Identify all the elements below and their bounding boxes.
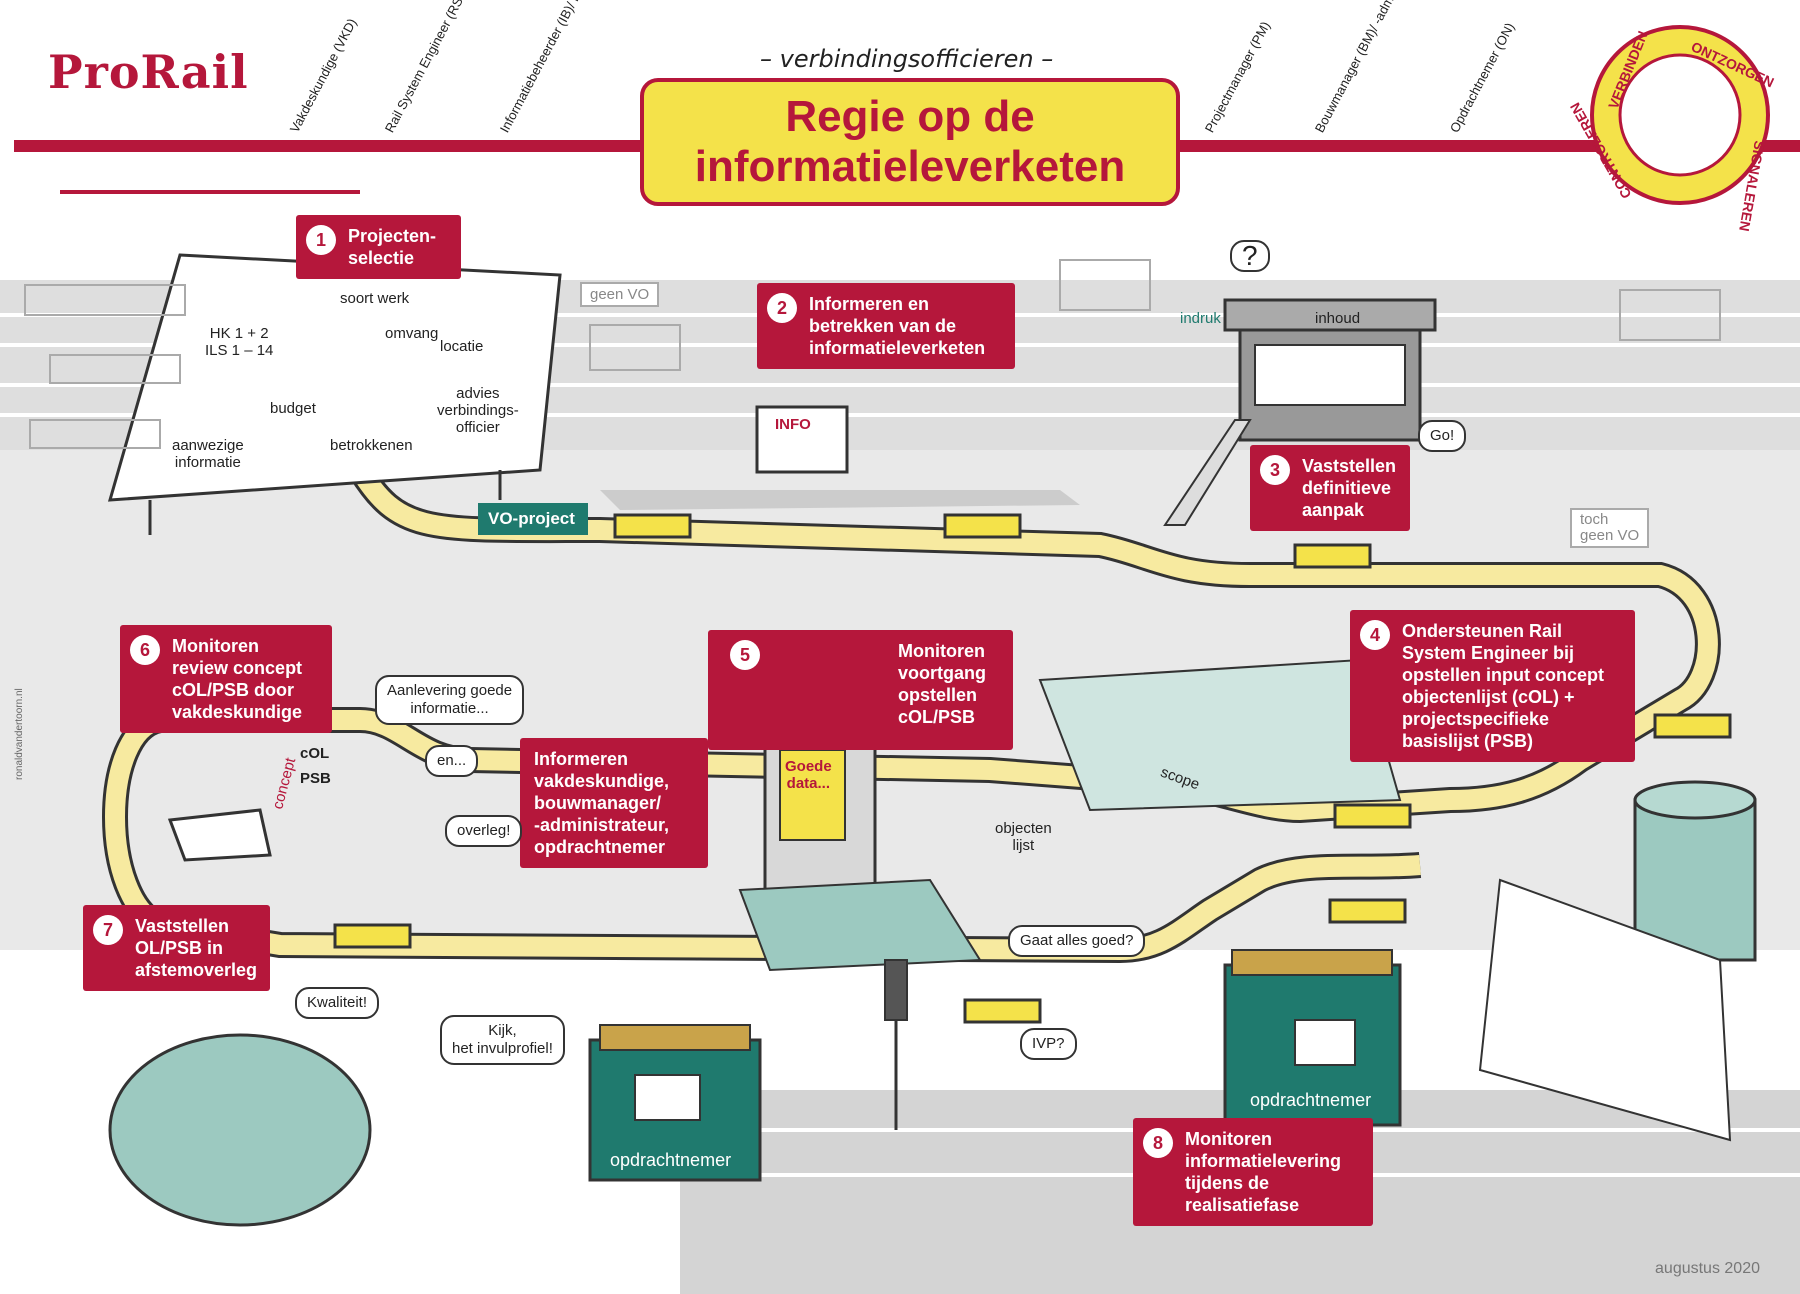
step-5-box: 5 Monitoren voortgang opstellen cOL/PSB: [708, 630, 1013, 750]
vo-project-tag: VO-project: [478, 503, 588, 535]
objectenlijst-label: objecten lijst: [995, 820, 1052, 854]
step-8-text: Monitoren informatielevering tijdens de …: [1185, 1129, 1342, 1215]
step-6-text: Monitoren review concept cOL/PSB door va…: [172, 636, 303, 722]
credit-label: ronaldvandertoorn.nl: [14, 688, 25, 780]
step-1-number: 1: [306, 225, 336, 255]
step-4-box: 4 Ondersteunen Rail System Engineer bij …: [1350, 610, 1635, 762]
step-8-box: 8 Monitoren informatielevering tijdens d…: [1133, 1118, 1373, 1226]
step-4-number: 4: [1360, 620, 1390, 650]
step-1-box: 1 Projecten- selectie: [296, 215, 461, 279]
carpet: [738, 878, 982, 972]
train-outlines: [24, 259, 1721, 449]
label-omvang: omvang: [385, 325, 439, 342]
step-6-number: 6: [130, 635, 160, 665]
goede-data-label: Goede data...: [785, 758, 832, 792]
caravan-right-label: opdrachtnemer: [1250, 1090, 1372, 1110]
info-stand: [755, 405, 849, 474]
title-line-1: Regie op de: [785, 92, 1035, 141]
review-table: [167, 808, 272, 862]
geen-vo-tag: geen VO: [580, 282, 660, 307]
ivp-bubble: IVP?: [1020, 1028, 1077, 1060]
step-7-number: 7: [93, 915, 123, 945]
signal-light: [884, 959, 908, 1021]
platform: [600, 490, 1080, 510]
go-bubble: Go!: [1418, 420, 1467, 452]
page-title: Regie op de informatieleverketen: [640, 78, 1180, 206]
col-label: cOL: [300, 745, 330, 762]
step-5-inform-text: Informeren vakdeskundige, bouwmanager/ -…: [534, 749, 670, 857]
step-2-box: 2 Informeren en betrekken van de informa…: [757, 283, 1015, 369]
info-board-label: INFO: [775, 416, 811, 433]
en-bubble: en...: [425, 745, 479, 777]
work-mat: [1038, 658, 1402, 812]
label-soort-werk: soort werk: [340, 290, 410, 307]
kijk-bubble: Kijk, het invulprofiel!: [440, 1015, 565, 1065]
overleg-bubble: overleg!: [445, 815, 523, 847]
kwaliteit-bubble: Kwaliteit!: [295, 987, 380, 1019]
title-line-2: informatieleverketen: [694, 142, 1126, 191]
step-6-box: 6 Monitoren review concept cOL/PSB door …: [120, 625, 332, 733]
inhoud-label: inhoud: [1315, 310, 1361, 327]
date-label: augustus 2020: [1655, 1260, 1760, 1277]
data-server: [1633, 798, 1757, 962]
label-hk: HK 1 + 2 ILS 1 – 14: [205, 325, 274, 359]
meeting-table: [108, 1033, 372, 1227]
map: [1478, 878, 1732, 1142]
psb-label: PSB: [300, 770, 331, 787]
step-3-number: 3: [1260, 455, 1290, 485]
aanlevering-bubble: Aanlevering goede informatie...: [375, 675, 525, 725]
step-5-inform-box: Informeren vakdeskundige, bouwmanager/ -…: [520, 738, 708, 868]
trolleys: [333, 513, 1732, 1024]
label-advies: advies verbindings- officier: [437, 385, 519, 436]
step-1-text: Projecten- selectie: [348, 226, 437, 268]
step-2-text: Informeren en betrekken van de informati…: [809, 294, 986, 358]
step-4-text: Ondersteunen Rail System Engineer bij op…: [1402, 621, 1605, 751]
step-7-text: Vaststellen OL/PSB in afstemoverleg: [135, 916, 258, 980]
prorail-logo: ProRail: [48, 45, 249, 99]
toch-geen-vo-tag: toch geen VO: [1570, 508, 1650, 548]
caravan-left-label: opdrachtnemer: [610, 1150, 732, 1170]
step-5-text: Monitoren voortgang opstellen cOL/PSB: [898, 641, 986, 727]
step-5-number: 5: [730, 640, 760, 670]
step-3-box: 3 Vaststellen definitieve aanpak: [1250, 445, 1410, 531]
step-7-box: 7 Vaststellen OL/PSB in afstemoverleg: [83, 905, 270, 991]
label-locatie: locatie: [440, 338, 484, 355]
step-3-text: Vaststellen definitieve aanpak: [1302, 456, 1397, 520]
question-bubble: ?: [1230, 240, 1270, 272]
step-8-number: 8: [1143, 1128, 1173, 1158]
label-aanwezige-informatie: aanwezige informatie: [172, 437, 244, 471]
gaat-alles-goed-bubble: Gaat alles goed?: [1008, 925, 1146, 957]
label-budget: budget: [270, 400, 316, 417]
stairs: [1163, 419, 1252, 526]
page-subtitle: – verbindingsofficieren –: [760, 45, 1054, 73]
step-2-number: 2: [767, 293, 797, 323]
header-rail-thin: [60, 190, 360, 194]
label-betrokkenen: betrokkenen: [330, 437, 413, 454]
indruk-label: indruk: [1180, 310, 1221, 327]
